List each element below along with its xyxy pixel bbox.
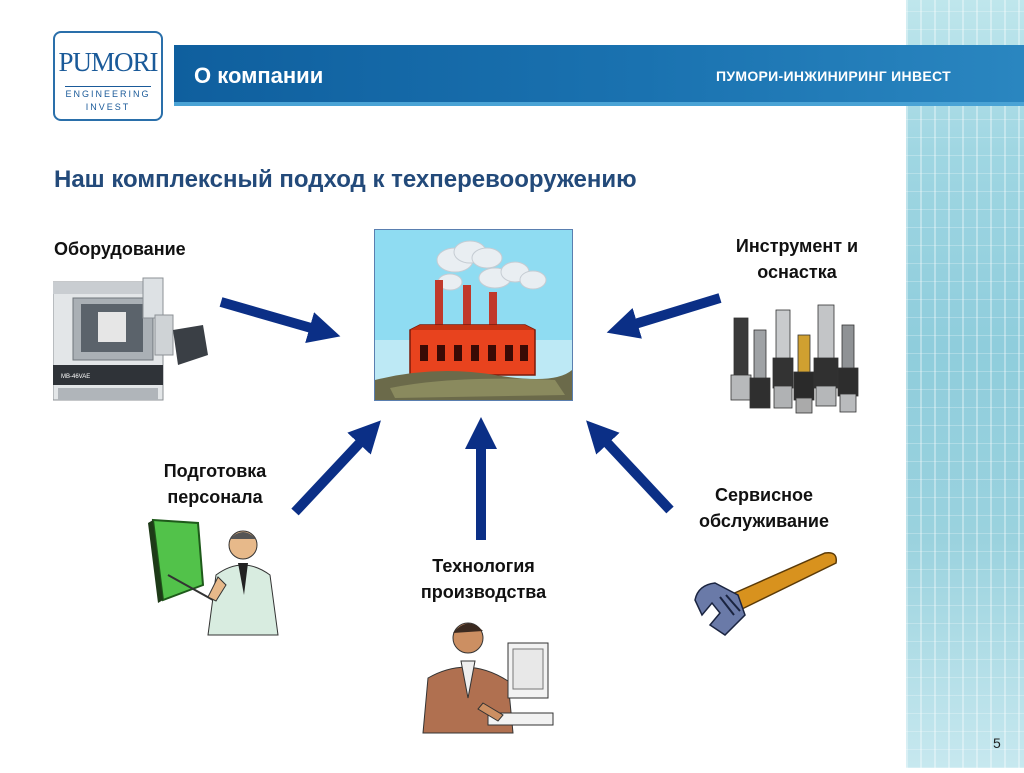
page-number: 5: [993, 735, 1001, 751]
cnc-machine-illustration: MB-46VAE: [52, 270, 213, 405]
trainer-illustration: [148, 515, 288, 640]
arrow-service: [586, 420, 674, 514]
company-logo: PUMORI ENGINEERING INVEST: [53, 31, 163, 121]
company-name: ПУМОРИ-ИНЖИНИРИНГ ИНВЕСТ: [716, 68, 951, 84]
label-equipment: Оборудование: [54, 239, 186, 259]
arrow-training: [291, 420, 381, 516]
svg-text:MB-46VAE: MB-46VAE: [61, 374, 90, 380]
header-title: О компании: [194, 63, 324, 88]
tool-holders-illustration: [726, 290, 866, 420]
decorative-side-strip: [906, 0, 1024, 768]
technologist-illustration: [413, 603, 558, 740]
logo-wordmark: PUMORI: [58, 47, 158, 77]
arrow-tools: [606, 293, 722, 339]
slide-heading: Наш комплексный подход к техперевооружен…: [54, 166, 637, 193]
wrench-illustration: [690, 545, 840, 640]
factory-illustration: [374, 229, 573, 401]
header-bar: [174, 45, 1024, 106]
arrow-equipment: [219, 297, 341, 343]
logo-subtitle-invest: INVEST: [85, 102, 131, 112]
logo-subtitle-engineering: ENGINEERING: [65, 89, 151, 99]
